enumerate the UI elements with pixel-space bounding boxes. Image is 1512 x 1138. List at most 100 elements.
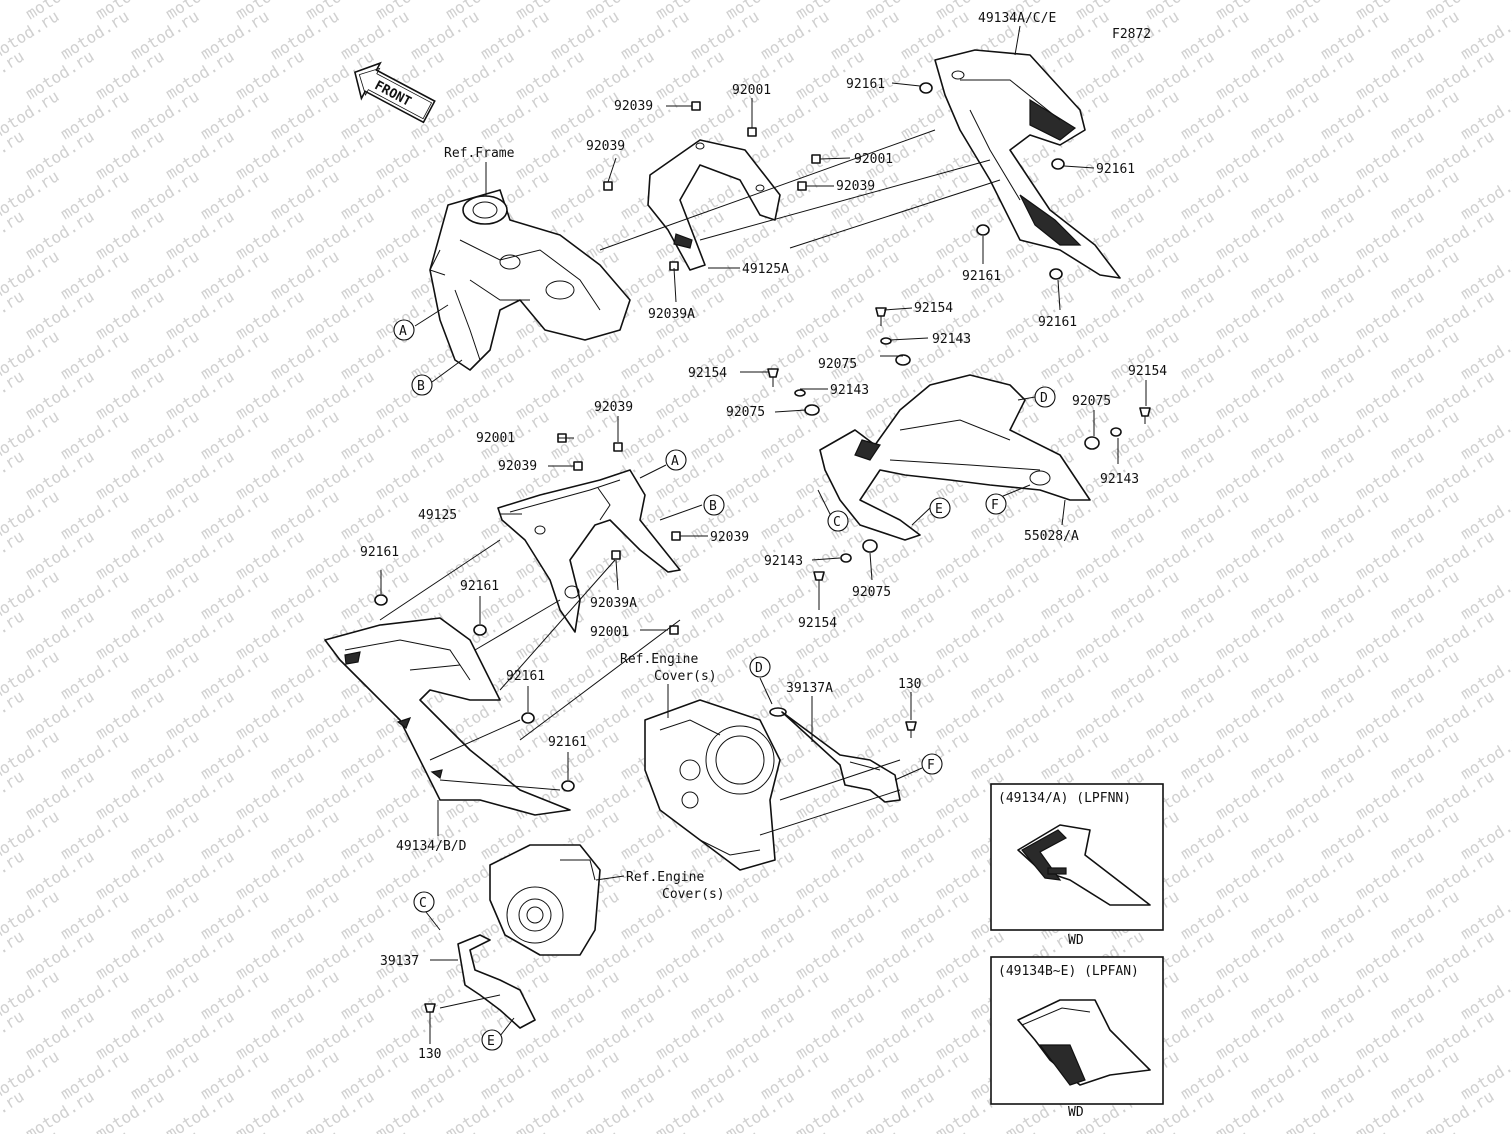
svg-text:A: A xyxy=(671,454,679,469)
watermark-text: motod.ru xyxy=(1422,46,1497,103)
watermark-text: motod.ru xyxy=(582,1086,657,1134)
watermark-text: motod.ru xyxy=(757,326,832,383)
watermark-text: motod.ru xyxy=(127,966,202,1023)
label-92075: 92075 xyxy=(1072,394,1111,409)
watermark-text: motod.ru xyxy=(862,846,937,903)
watermark-text: motod.ru xyxy=(792,846,867,903)
watermark-text: motod.ru xyxy=(1177,406,1252,463)
watermark-text: motod.ru xyxy=(1387,886,1462,943)
watermark-text: motod.ru xyxy=(162,606,237,663)
watermark-text: motod.ru xyxy=(862,926,937,983)
watermark-text: motod.ru xyxy=(302,1086,377,1134)
watermark-text: motod.ru xyxy=(1317,566,1392,623)
watermark-text: motod.ru xyxy=(1247,966,1322,1023)
watermark-text: motod.ru xyxy=(22,766,97,823)
watermark-text: motod.ru xyxy=(1177,1046,1252,1103)
svg-text:B: B xyxy=(709,499,717,514)
watermark-text: motod.ru xyxy=(1247,726,1322,783)
callout-C: C xyxy=(413,891,435,913)
watermark-text: motod.ru xyxy=(1247,886,1322,943)
watermark-text: motod.ru xyxy=(1282,1006,1357,1063)
watermark-text: motod.ru xyxy=(232,1006,307,1063)
watermark-text: motod.ru xyxy=(1247,6,1322,63)
watermark-text: motod.ru xyxy=(1352,446,1427,503)
watermark-text: motod.ru xyxy=(162,126,237,183)
watermark-text: motod.ru xyxy=(1317,966,1392,1023)
watermark-text: motod.ru xyxy=(1352,846,1427,903)
label-92161: 92161 xyxy=(1096,162,1135,177)
label-ref-engine: Ref.Engine xyxy=(620,652,698,667)
watermark-text: motod.ru xyxy=(897,1046,972,1103)
watermark-text: motod.ru xyxy=(1212,286,1287,343)
label-39137: 39137 xyxy=(380,954,419,969)
watermark-text: motod.ru xyxy=(1282,926,1357,983)
watermark-text: motod.ru xyxy=(827,886,902,943)
watermark-text: motod.ru xyxy=(0,926,27,983)
watermark-text: motod.ru xyxy=(1422,686,1497,743)
watermark-text: motod.ru xyxy=(897,646,972,703)
label-92001: 92001 xyxy=(590,625,629,640)
watermark-text: motod.ru xyxy=(197,646,272,703)
watermark-text: motod.ru xyxy=(1177,6,1252,63)
watermark-text: motod.ru xyxy=(162,766,237,823)
label-92075: 92075 xyxy=(852,585,891,600)
watermark-text: motod.ru xyxy=(22,46,97,103)
watermark-text: motod.ru xyxy=(267,166,342,223)
watermark-text: motod.ru xyxy=(967,726,1042,783)
watermark-text: motod.ru xyxy=(302,926,377,983)
watermark-text: motod.ru xyxy=(127,566,202,623)
watermark-text: motod.ru xyxy=(1352,126,1427,183)
watermark-text: motod.ru xyxy=(1317,86,1392,143)
watermark-text: motod.ru xyxy=(232,606,307,663)
watermark-text: motod.ru xyxy=(162,926,237,983)
watermark-text: motod.ru xyxy=(1422,526,1497,583)
callout-F: F xyxy=(985,493,1007,515)
watermark-text: motod.ru xyxy=(1247,326,1322,383)
bracket-49125 xyxy=(497,469,681,633)
watermark-text: motod.ru xyxy=(477,566,552,623)
watermark-text: motod.ru xyxy=(1247,86,1322,143)
watermark-text: motod.ru xyxy=(1352,1006,1427,1063)
watermark-text: motod.ru xyxy=(1247,566,1322,623)
watermark-text: motod.ru xyxy=(1247,166,1322,223)
watermark-text: motod.ru xyxy=(1212,1006,1287,1063)
label-92039: 92039 xyxy=(586,139,625,154)
label-92039A: 92039A xyxy=(590,596,637,611)
watermark-text: motod.ru xyxy=(1177,886,1252,943)
watermark-text: motod.ru xyxy=(92,446,167,503)
watermark-text: motod.ru xyxy=(477,86,552,143)
label-92161: 92161 xyxy=(1038,315,1077,330)
watermark-text: motod.ru xyxy=(1072,606,1147,663)
watermark-text: motod.ru xyxy=(547,646,622,703)
assembly-lines-upper xyxy=(599,129,1001,251)
callout-B: B xyxy=(411,374,433,396)
watermark-text: motod.ru xyxy=(1247,486,1322,543)
watermark-text: motod.ru xyxy=(162,846,237,903)
watermark-text: motod.ru xyxy=(477,1046,552,1103)
watermark-text: motod.ru xyxy=(1457,1126,1512,1134)
watermark-text: motod.ru xyxy=(267,726,342,783)
label-92039: 92039 xyxy=(498,459,537,474)
cover-55028A xyxy=(819,374,1091,541)
label-92161: 92161 xyxy=(962,269,1001,284)
watermark-text: motod.ru xyxy=(1282,46,1357,103)
label-92039: 92039 xyxy=(710,530,749,545)
watermark-text: motod.ru xyxy=(1282,1086,1357,1134)
label-ref-engine: Ref.Engine xyxy=(626,870,704,885)
label-92161: 92161 xyxy=(460,579,499,594)
watermark-text: motod.ru xyxy=(442,446,517,503)
watermark-text: motod.ru xyxy=(197,6,272,63)
watermark-text: motod.ru xyxy=(302,446,377,503)
frame-assembly xyxy=(429,189,631,371)
label-92143: 92143 xyxy=(932,332,971,347)
watermark-text: motod.ru xyxy=(127,86,202,143)
watermark-text: motod.ru xyxy=(162,446,237,503)
shroud-49134BD xyxy=(324,617,571,816)
watermark-text: motod.ru xyxy=(1212,526,1287,583)
watermark-text: motod.ru xyxy=(1177,646,1252,703)
watermark-text: motod.ru xyxy=(897,566,972,623)
watermark-text: motod.ru xyxy=(1142,286,1217,343)
label-ref-frame: Ref.Frame xyxy=(444,146,515,161)
watermark-text: motod.ru xyxy=(267,406,342,463)
